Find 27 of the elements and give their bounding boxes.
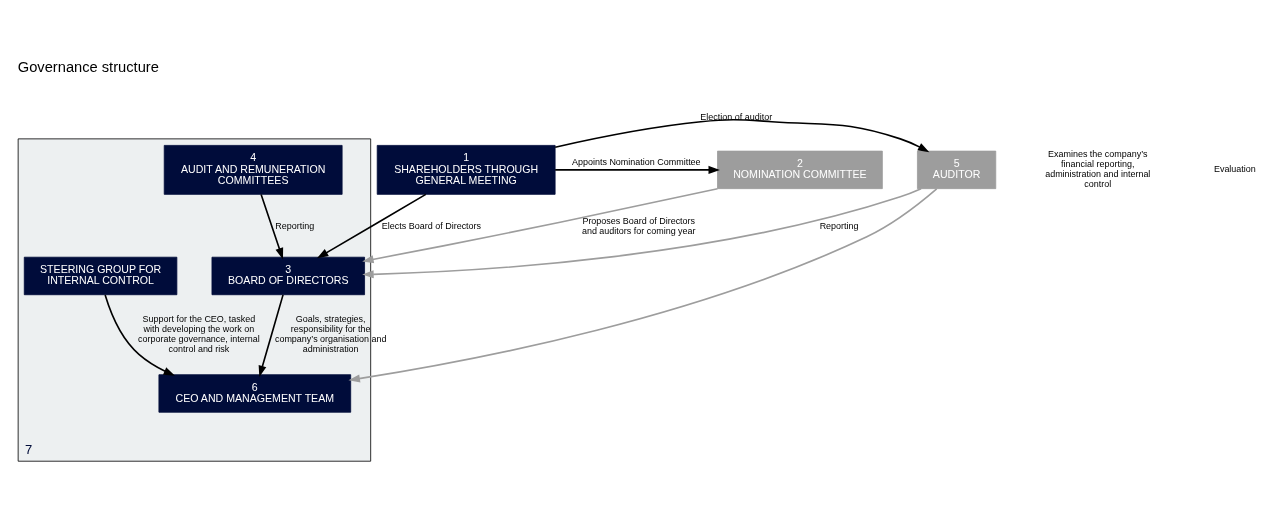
arrow [260, 193, 284, 259]
arrow [104, 293, 176, 376]
edge-label: Elects Board of Directors [381, 220, 482, 231]
edge-label: Reporting [275, 220, 315, 231]
arrow [554, 165, 720, 174]
node-box: 2 NOMINATION COMMITTEE [717, 150, 883, 189]
edge-label: Support for the CEO, tasked with developing the work on corporate governance, internal control and risk [138, 313, 260, 354]
edge-label: Proposes Board of Directors and auditors for coming year [581, 215, 696, 236]
diagram-title: Governance structure [17, 58, 159, 75]
node-box: STEERING GROUP FOR INTERNAL CONTROL [23, 256, 178, 295]
node-box: 1 SHAREHOLDERS THROUGH GENERAL MEETING [376, 144, 556, 195]
node-box: 3 BOARD OF DIRECTORS [211, 256, 365, 295]
arrow [554, 118, 930, 152]
arrow [316, 193, 427, 258]
node-box: 5 AUDITOR [917, 150, 997, 189]
node-box: 4 AUDIT AND REMUNERATION COMMITTEES [163, 144, 343, 195]
label: Evaluation [1213, 163, 1256, 174]
edge-label: Goals, strategies, responsibility for the company’s organisation and administration [274, 313, 387, 354]
arrow [362, 187, 922, 278]
label: Examines the company’s financial reporting, administration and internal control [1045, 148, 1151, 189]
edge-label: Appoints Nomination Committee [572, 156, 701, 167]
edge-label: Reporting [819, 220, 859, 231]
arrow [258, 293, 284, 377]
edge-label: Election of auditor [700, 111, 773, 122]
arrow [348, 187, 938, 382]
node-box: 6 CEO AND MANAGEMENT TEAM [158, 373, 352, 413]
arrow [362, 187, 719, 263]
